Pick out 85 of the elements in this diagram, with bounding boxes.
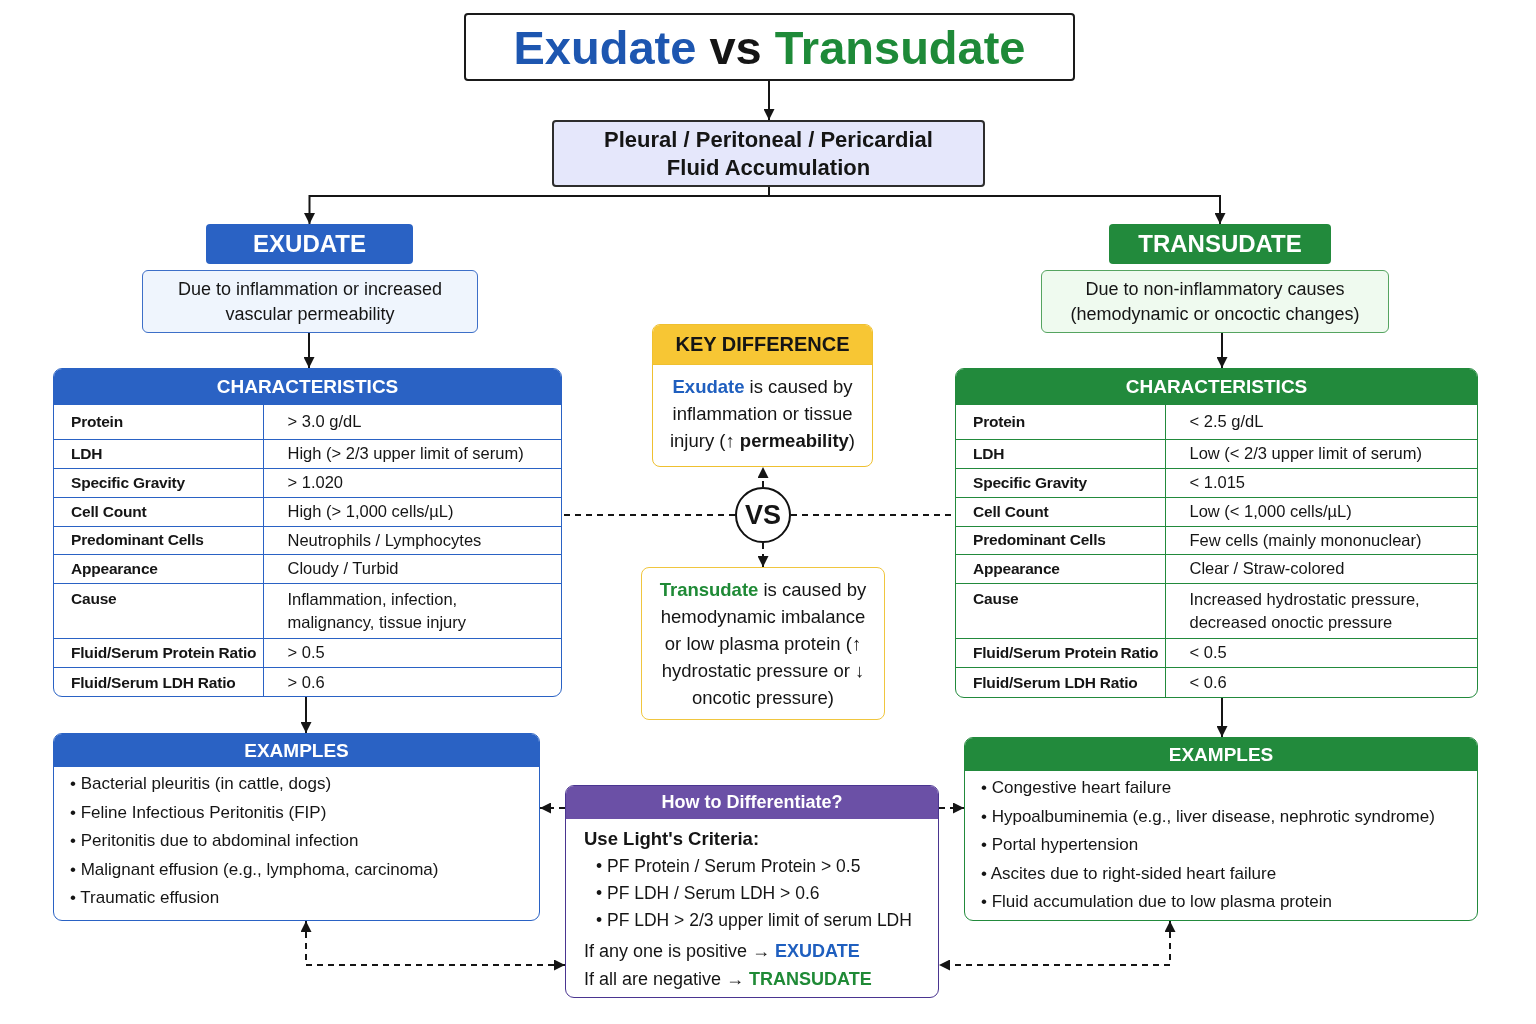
parameter-name: Predominant Cells: [956, 526, 1165, 554]
parameter-value: Low (< 1,000 cells/µL): [1165, 497, 1477, 526]
parameter-name: Protein: [54, 405, 263, 439]
list-item: • Fluid accumulation due to low plasma protein: [981, 891, 1332, 913]
arrow: [763, 80, 775, 121]
result-text: If any one is positive → EXUDATE: [584, 940, 860, 963]
dashed-double-arrow: [300, 920, 566, 971]
parameter-value: < 0.5: [1165, 638, 1477, 667]
category-box: TRANSUDATE: [1109, 224, 1331, 264]
table-card: [955, 368, 1478, 698]
list-item: • PF LDH / Serum LDH > 0.6: [596, 882, 820, 905]
dashed-arrow: [757, 466, 769, 488]
dashed-arrow: [757, 542, 769, 568]
parameter-value: > 0.5: [263, 638, 561, 667]
parameter-value: Inflammation, infection, malignancy, tissue injury: [263, 583, 561, 638]
dashed-double-arrow: [938, 920, 1176, 971]
list-item: • Peritonitis due to abdominal infection: [70, 830, 359, 852]
arrow: [300, 696, 312, 734]
card-header: EXAMPLES: [54, 734, 539, 767]
table-card: [53, 368, 562, 697]
parameter-value: Low (< 2/3 upper limit of serum): [1165, 439, 1477, 468]
description-box: Due to inflammation or increased vascular permeability: [142, 270, 478, 333]
parameter-name: LDH: [956, 439, 1165, 468]
dashed-connector-line: [561, 514, 736, 516]
parameter-value: Increased hydrostatic pressure, decreased onoctic pressure: [1165, 583, 1477, 638]
parameter-value: > 1.020: [263, 468, 561, 497]
list-card: [964, 737, 1478, 921]
arrow: [1216, 697, 1228, 738]
list-item: • Traumatic effusion: [70, 887, 220, 909]
category-box: EXUDATE: [206, 224, 413, 264]
parameter-value: < 2.5 g/dL: [1165, 405, 1477, 439]
parameter-name: Specific Gravity: [956, 468, 1165, 497]
description-box: Due to non-inflammatory causes (hemodynamic or oncoctic changes): [1041, 270, 1389, 333]
card-header: EXAMPLES: [965, 738, 1477, 771]
title-box: Exudate vs Transudate: [464, 13, 1075, 81]
list-item: • Ascites due to right-sided heart failure: [981, 862, 1277, 885]
parameter-name: Cell Count: [956, 497, 1165, 526]
parameter-name: LDH: [54, 439, 263, 468]
parameter-name: Cell Count: [54, 497, 263, 526]
parameter-value: Clear / Straw-colored: [1165, 554, 1477, 583]
list-item: • Malignant effusion (e.g., lymphoma, carcinoma): [70, 858, 439, 881]
arrow: [1216, 332, 1228, 369]
info-card: [652, 324, 873, 467]
card-header: CHARACTERISTICS: [956, 369, 1477, 405]
parameter-value: Few cells (mainly mononuclear): [1165, 526, 1477, 554]
parameter-name: Predominant Cells: [54, 526, 263, 554]
parameter-value: High (> 2/3 upper limit of serum): [263, 439, 561, 468]
card-header: CHARACTERISTICS: [54, 369, 561, 405]
result-text: If all are negative → TRANSUDATE: [584, 968, 872, 991]
dashed-arrow: [938, 802, 965, 814]
parameter-name: Appearance: [956, 554, 1165, 583]
list-item: • Portal hypertension: [981, 834, 1139, 856]
parameter-value: Cloudy / Turbid: [263, 554, 561, 583]
criteria-heading: Use Light's Criteria:: [584, 827, 760, 851]
card-text: Exudate is caused by inflammation or tissue injury (↑ permeability): [668, 375, 857, 453]
parameter-value: > 3.0 g/dL: [263, 405, 561, 439]
process-box: Pleural / Peritoneal / Pericardial Fluid Accumulation: [552, 120, 985, 187]
parameter-value: High (> 1,000 cells/µL): [263, 497, 561, 526]
parameter-value: > 0.6: [263, 667, 561, 696]
parameter-name: Fluid/Serum Protein Ratio: [54, 638, 263, 667]
list-item: • Bacterial pleuritis (in cattle, dogs): [70, 773, 332, 795]
dashed-arrow: [539, 802, 566, 814]
list-item: • Hypoalbuminemia (e.g., liver disease, nephrotic syndrome): [981, 805, 1435, 828]
list-item: • PF LDH > 2/3 upper limit of serum LDH: [596, 909, 912, 932]
vs-circle: VS: [735, 487, 791, 543]
list-item: • Congestive heart failure: [981, 777, 1172, 799]
parameter-name: Fluid/Serum Protein Ratio: [956, 638, 1165, 667]
criteria-card: [565, 785, 939, 998]
card-header: KEY DIFFERENCE: [653, 325, 872, 365]
parameter-value: < 1.015: [1165, 468, 1477, 497]
parameter-value: Neutrophils / Lymphocytes: [263, 526, 561, 554]
arrow: [303, 332, 315, 369]
list-item: • PF Protein / Serum Protein > 0.5: [596, 855, 861, 878]
parameter-name: Cause: [956, 583, 1165, 638]
parameter-name: Specific Gravity: [54, 468, 263, 497]
parameter-name: Fluid/Serum LDH Ratio: [956, 667, 1165, 697]
list-card: [53, 733, 540, 921]
list-item: • Feline Infectious Peritonitis (FIP): [70, 801, 327, 824]
parameter-value: < 0.6: [1165, 667, 1477, 697]
parameter-name: Appearance: [54, 554, 263, 583]
note-box: Transudate is caused by hemodynamic imbalance or low plasma protein (↑ hydrostatic pressure or ↓ oncotic pressure): [641, 567, 885, 720]
parameter-name: Fluid/Serum LDH Ratio: [54, 667, 263, 696]
card-header: How to Differentiate?: [566, 786, 938, 819]
parameter-name: Protein: [956, 405, 1165, 439]
parameter-name: Cause: [54, 583, 263, 638]
